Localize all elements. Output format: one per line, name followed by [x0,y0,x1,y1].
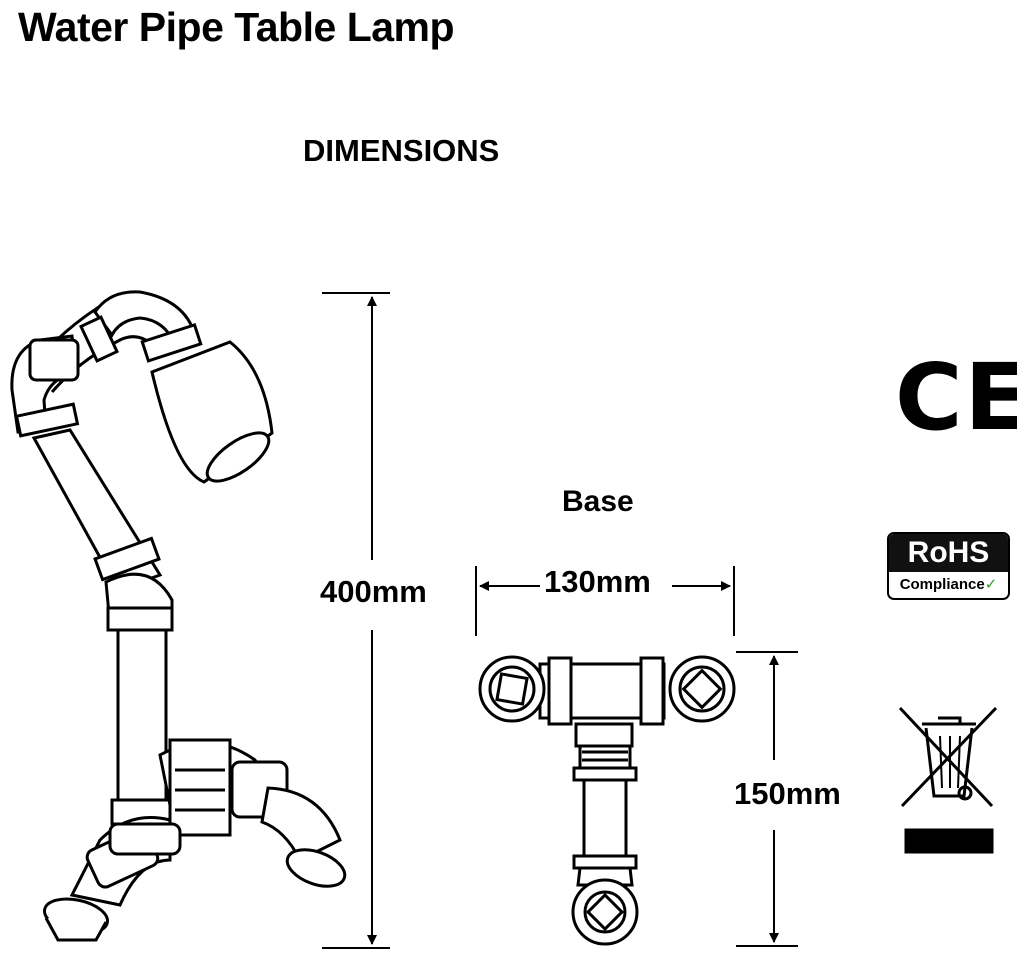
rohs-compliance-text: Compliance✓ [889,572,1008,598]
ce-mark: CE [895,344,1017,451]
crossed-out-wheelie-bin-icon [898,706,998,854]
dimensions-heading: DIMENSIONS [303,133,500,168]
base-depth-label: 150mm [734,776,841,812]
height-dimension-line [322,292,390,949]
rohs-compliance-label: Compliance [899,576,985,593]
width-dimension-line [475,566,735,636]
check-icon: ✓ [984,576,998,593]
depth-dimension-line [736,651,798,947]
base-top-view [478,655,736,946]
lamp-side-view [10,290,347,942]
base-label: Base [562,485,634,518]
rohs-badge: RoHS Compliance✓ [887,532,1010,600]
height-label: 400mm [320,574,427,610]
rohs-title: RoHS [889,534,1008,572]
base-width-label: 130mm [544,564,651,600]
page-title: Water Pipe Table Lamp [18,4,455,50]
